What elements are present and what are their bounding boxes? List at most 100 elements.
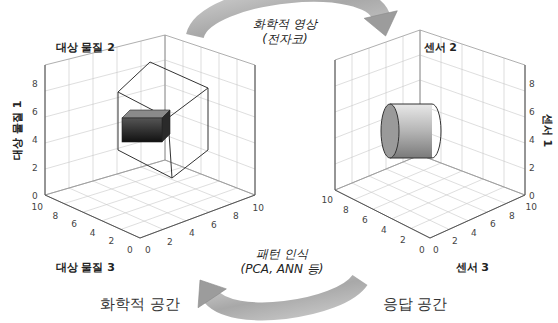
tick-number: 6	[71, 219, 77, 229]
tick-number: 8	[343, 205, 349, 215]
tick-number: 6	[529, 107, 535, 117]
tick-number: 4	[471, 228, 477, 238]
grid-line	[420, 55, 525, 91]
tick-number: 6	[362, 215, 368, 225]
grid-line	[462, 44, 463, 171]
tick-number: 6	[32, 107, 38, 117]
arrow-head	[198, 280, 226, 308]
axis-label: 대상 물질 3	[56, 262, 115, 275]
axis-label: 센서 3	[456, 262, 489, 275]
plot-grid	[45, 30, 525, 238]
tick-number: 8	[509, 211, 515, 221]
grid-line	[420, 130, 525, 169]
axis-line	[255, 65, 256, 195]
cube-outline	[118, 62, 208, 178]
tick-number: 4	[529, 135, 535, 145]
block-side	[162, 110, 170, 142]
tick-number: 10	[322, 195, 333, 205]
tick-number: 4	[381, 225, 387, 235]
grid-line	[117, 47, 118, 174]
arrow-label: 패턴 인식 (PCA, ANN 등)	[238, 247, 327, 278]
tick-number: 8	[32, 79, 38, 89]
curved-arrow	[198, 280, 360, 311]
tick-number: 6	[211, 220, 217, 230]
grid-line	[141, 167, 232, 204]
grid-panel	[335, 155, 525, 238]
grid-line	[165, 110, 255, 143]
tick-number: 2	[400, 235, 406, 245]
tick-number: 2	[108, 236, 114, 246]
cylinder-end	[432, 104, 441, 158]
tick-number: 0	[127, 245, 133, 255]
tick-number: 2	[452, 236, 458, 246]
axis-line	[335, 60, 336, 190]
tick-number: 2	[32, 163, 38, 173]
plot-panel: 센서 2 센서 1 센서 3	[296, 36, 552, 280]
tick-number: 0	[419, 245, 425, 255]
axis-label: 대상 물질 2	[56, 42, 115, 55]
space-caption: 응답 공간	[383, 296, 448, 313]
grid-line	[69, 59, 70, 188]
tick-number: 0	[529, 191, 535, 201]
tick-number: 4	[32, 135, 38, 145]
grid-line	[183, 41, 184, 167]
axis-line	[45, 65, 46, 195]
tick-number: 0	[145, 245, 151, 255]
arrow-label: 화학적 영상 (전자코)	[250, 17, 320, 48]
block-front	[122, 118, 162, 142]
target-block	[122, 110, 170, 142]
grid-line	[165, 135, 255, 169]
axis-line	[335, 190, 430, 238]
grid-line	[352, 54, 353, 183]
cube-edge	[168, 88, 208, 118]
grid-line	[219, 53, 220, 181]
grid-line	[504, 58, 505, 187]
tick-number: 8	[233, 211, 239, 221]
cube-wireframe	[118, 62, 208, 178]
grid-line	[93, 181, 186, 221]
grid-line	[237, 59, 238, 188]
tick-number: 10	[32, 202, 43, 212]
grid-line	[483, 51, 484, 179]
grid-line	[373, 171, 462, 209]
cylinder-edge	[390, 158, 432, 159]
tick-number: 4	[90, 228, 96, 238]
grid-line	[392, 179, 483, 219]
grid-line	[369, 48, 370, 176]
tick-number: 4	[189, 228, 195, 238]
axis-line	[140, 195, 255, 238]
cylinder-end	[381, 104, 399, 158]
tick-number: 2	[167, 237, 173, 247]
tick-number: 10	[253, 203, 264, 213]
tick-number: 0	[433, 245, 439, 255]
grid-panel	[420, 30, 525, 195]
axis-label: 대상 물질 1	[12, 100, 25, 159]
grid-line	[420, 105, 525, 143]
axis-line	[525, 65, 526, 195]
axis-line	[430, 195, 525, 238]
tick-number: 10	[526, 202, 537, 212]
grid-line	[354, 163, 441, 200]
grid-line	[93, 53, 94, 181]
tick-number: 6	[490, 219, 496, 229]
axis-label: 센서 1	[540, 113, 553, 146]
grid-panel	[45, 160, 255, 238]
axis-line	[45, 195, 140, 238]
grid-line	[165, 85, 255, 117]
arrow-band	[210, 280, 360, 311]
space-caption: 화학적 공간	[100, 296, 180, 313]
axis-label: 센서 2	[424, 42, 457, 55]
grid-panel	[165, 35, 255, 195]
tick-number: 8	[53, 211, 59, 221]
grid-line	[335, 55, 420, 86]
tick-number: 8	[529, 79, 535, 89]
cylinder-edge	[390, 104, 432, 105]
grid-line	[441, 37, 442, 163]
arrow-head	[364, 11, 397, 36]
plot-panel: 대상 물질 2 대상 물질 1 대상 물질 3	[8, 36, 264, 280]
grid-line	[69, 188, 163, 229]
response-cylinder	[381, 104, 441, 158]
grid-line	[117, 174, 209, 212]
tick-number: 2	[529, 163, 535, 173]
grid-line	[165, 60, 255, 91]
